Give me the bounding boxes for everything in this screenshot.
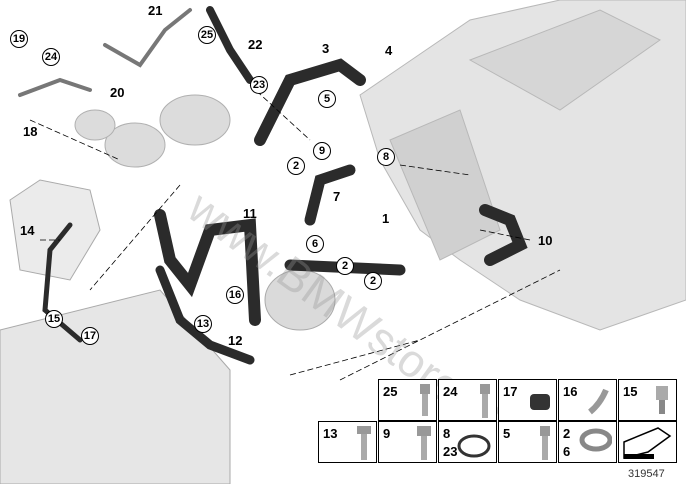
legend-number: 6 [563,444,571,459]
callout-5: 5 [318,90,336,108]
callout-22: 22 [248,37,263,52]
hex-bolt-icon [417,426,431,460]
legend-cell: 5 [498,421,557,463]
callout-21: 21 [148,3,163,18]
legend-number: 15 [623,384,638,399]
legend-number: 25 [383,384,398,399]
callout-18: 18 [23,124,38,139]
torx-bolt-icon [540,426,550,460]
callout-20: 20 [110,85,125,100]
callout-1: 1 [382,211,390,226]
callout-2: 2 [336,257,354,275]
holder-clip-icon [656,386,668,414]
rubber-grommet-icon [530,394,550,410]
callout-25: 25 [198,26,216,44]
callout-19: 19 [10,30,28,48]
legend-cell: 9 [378,421,437,463]
sealing-ring-icon [457,434,491,458]
turbochargers [74,94,231,168]
radiator [0,289,231,484]
engine-block [359,0,686,331]
callout-2: 2 [364,272,382,290]
callout-4: 4 [385,43,393,58]
image-number: 319547 [628,468,665,480]
callout-8: 8 [377,148,395,166]
legend-number: 5 [503,426,511,441]
callout-9: 9 [313,142,331,160]
legend-cell [618,421,677,463]
callout-10: 10 [538,233,553,248]
callout-17: 17 [81,327,99,345]
legend-cell: 16 [558,379,617,421]
callout-2: 2 [287,157,305,175]
callout-12: 12 [228,333,243,348]
expansion-tank [9,179,101,281]
callout-3: 3 [322,41,330,56]
legend-number: 16 [563,384,578,399]
legend-number: 17 [503,384,518,399]
legend-cell: 24 [438,379,497,421]
legend-number: 2 [563,426,571,441]
leader-lines [29,84,561,381]
hex-bolt-icon [357,426,371,460]
legend-number: 8 [443,426,451,441]
callout-16: 16 [226,286,244,304]
arrow-symbol-icon [623,427,672,459]
legend-number: 23 [443,444,458,459]
legend-number: 24 [443,384,458,399]
legend-cell: 13 [318,421,377,463]
callout-14: 14 [20,223,35,238]
hose-clamp-icon [579,428,612,452]
bolt-icon [420,384,430,416]
legend-cell: 15 [618,379,677,421]
callout-24: 24 [42,48,60,66]
bolt-icon [480,384,490,418]
callout-11: 11 [243,206,257,221]
callout-15: 15 [45,310,63,328]
legend-number: 13 [323,426,338,441]
callout-6: 6 [306,235,324,253]
hose-clip-icon [588,388,609,415]
legend-cell: 17 [498,379,557,421]
callout-7: 7 [333,189,341,204]
legend-number: 9 [383,426,391,441]
legend-cell: 25 [378,379,437,421]
callout-23: 23 [250,76,268,94]
callout-13: 13 [194,315,212,333]
